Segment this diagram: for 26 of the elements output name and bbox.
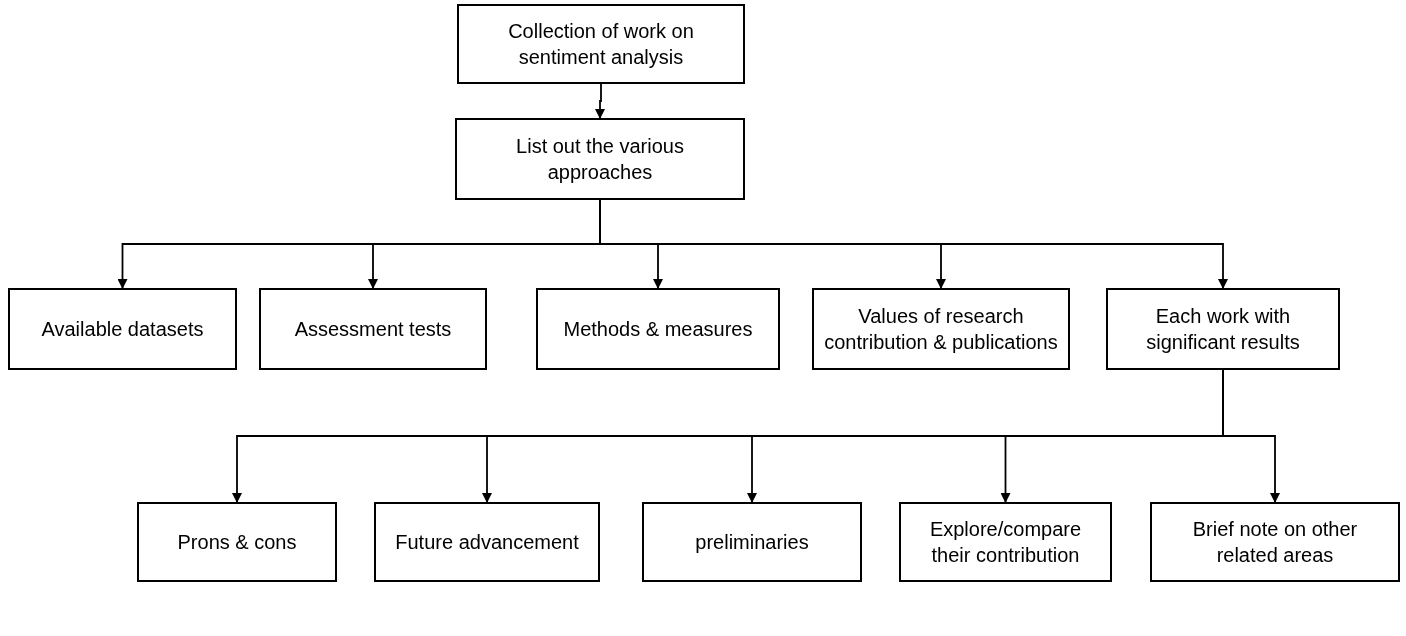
process-box xyxy=(536,288,780,370)
box-label: Available datasets xyxy=(41,317,204,342)
box-label: Assessment tests xyxy=(294,317,452,342)
process-box xyxy=(812,288,1070,370)
box-label: Future advancement xyxy=(395,530,579,555)
process-box xyxy=(642,502,862,582)
box-label: preliminaries xyxy=(695,530,809,555)
box-label: Brief note on other related areas xyxy=(1191,517,1359,568)
box-label: Values of research contribution & publications xyxy=(823,304,1059,355)
arrow xyxy=(595,83,605,119)
box-label: Prons & cons xyxy=(177,530,297,555)
process-box xyxy=(374,502,600,582)
box-label: Collection of work on sentiment analysis xyxy=(507,19,695,70)
process-box xyxy=(259,288,487,370)
process-box xyxy=(899,502,1112,582)
process-box xyxy=(1150,502,1400,582)
process-box xyxy=(137,502,337,582)
box-label: List out the various approaches xyxy=(515,134,685,185)
process-box xyxy=(455,118,745,200)
box-label: Methods & measures xyxy=(563,317,753,342)
box-label: Explore/compare their contribution xyxy=(928,517,1083,568)
process-box xyxy=(1106,288,1340,370)
box-label: Each work with significant results xyxy=(1145,304,1301,355)
process-box xyxy=(8,288,237,370)
arrow xyxy=(1222,369,1280,503)
process-box xyxy=(457,4,745,84)
